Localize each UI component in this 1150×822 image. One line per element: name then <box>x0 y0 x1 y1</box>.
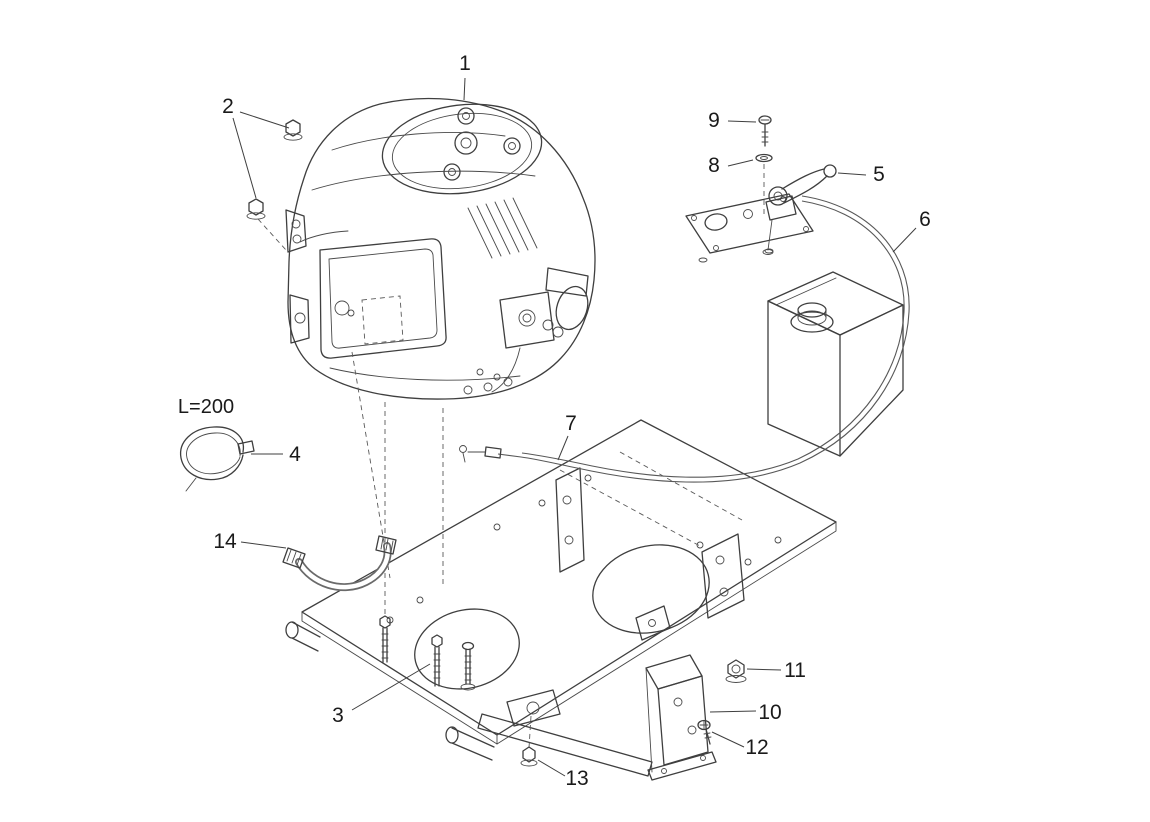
fuel-tank <box>767 271 904 457</box>
frame-bottom-rail <box>477 713 653 777</box>
engine-mount-lugs <box>285 209 310 344</box>
hose-fitting-left <box>282 547 306 569</box>
leader-8 <box>727 159 754 167</box>
callout-3-label: 3 <box>332 704 344 727</box>
cable-end-fitting <box>459 445 502 463</box>
alignment-line-3 <box>351 351 391 579</box>
base-hole-right <box>592 544 710 634</box>
leader-9 <box>727 120 757 123</box>
leader-13 <box>537 759 566 777</box>
callout-9-label: 9 <box>708 109 720 132</box>
mounting-bolt-3 <box>460 641 476 691</box>
leader-2b <box>232 117 257 199</box>
leader-2a <box>239 111 290 129</box>
fuel-tank-cap <box>790 302 834 333</box>
leader-14 <box>240 541 287 549</box>
base-hole-left <box>414 608 520 690</box>
leader-10 <box>709 710 757 713</box>
leader-lines <box>232 77 917 777</box>
callout-8-label: 8 <box>708 154 720 177</box>
rail-nut <box>520 746 538 767</box>
engine <box>285 97 596 618</box>
length-label: L=200 <box>178 396 234 418</box>
throttle-cable <box>459 195 910 483</box>
callout-14-label: 14 <box>213 530 237 553</box>
callout-11-label: 11 <box>784 659 806 682</box>
frame-side-bracket <box>701 533 745 619</box>
callout-labels: 1 2 3 4 5 6 7 8 9 10 11 12 13 14 L=200 <box>178 52 931 790</box>
callout-1-label: 1 <box>459 52 471 75</box>
fuel-hose <box>282 535 397 592</box>
frame-upright-bracket <box>555 467 585 573</box>
frame-pipe-left <box>285 621 321 652</box>
callout-6-label: 6 <box>919 208 931 231</box>
leader-5 <box>837 172 867 176</box>
cable-tie <box>180 426 255 492</box>
bracket-screw <box>697 719 712 745</box>
leader-1 <box>463 77 466 101</box>
engine-carburetor <box>491 267 589 393</box>
flange-nut-upper <box>283 119 303 141</box>
clamp-plate <box>506 689 561 749</box>
engine-cooling-fins <box>467 197 538 259</box>
throttle-lever-washer <box>755 153 773 216</box>
throttle-lever <box>762 164 837 255</box>
hose-fitting-right <box>375 535 397 555</box>
leader-3 <box>351 663 431 711</box>
mounting-bolt-1 <box>379 615 391 663</box>
leader-6 <box>892 227 917 253</box>
callout-10-label: 10 <box>758 701 781 724</box>
callout-4-label: 4 <box>289 443 301 466</box>
callout-7-label: 7 <box>565 412 577 435</box>
frame-pipe-bottom <box>445 726 495 761</box>
leader-7 <box>557 435 569 461</box>
engine-shroud-panel <box>319 238 447 359</box>
callout-13-label: 13 <box>565 767 588 790</box>
mounting-bolt-2 <box>431 634 443 687</box>
callout-2-label: 2 <box>222 95 234 118</box>
flange-nut-lower <box>246 198 287 251</box>
leader-12 <box>711 731 745 748</box>
base-frame <box>285 419 837 777</box>
callout-5-label: 5 <box>873 163 885 186</box>
throttle-control-plate <box>685 193 814 263</box>
engine-top-plate <box>381 103 543 195</box>
mounting-bolts <box>379 615 476 691</box>
throttle-lever-bolt <box>758 115 772 147</box>
callout-12-label: 12 <box>745 736 768 759</box>
bracket-flange-nut <box>725 659 747 683</box>
leader-11 <box>746 668 782 671</box>
frame-angle-bracket <box>635 605 671 641</box>
support-bracket <box>645 654 717 781</box>
